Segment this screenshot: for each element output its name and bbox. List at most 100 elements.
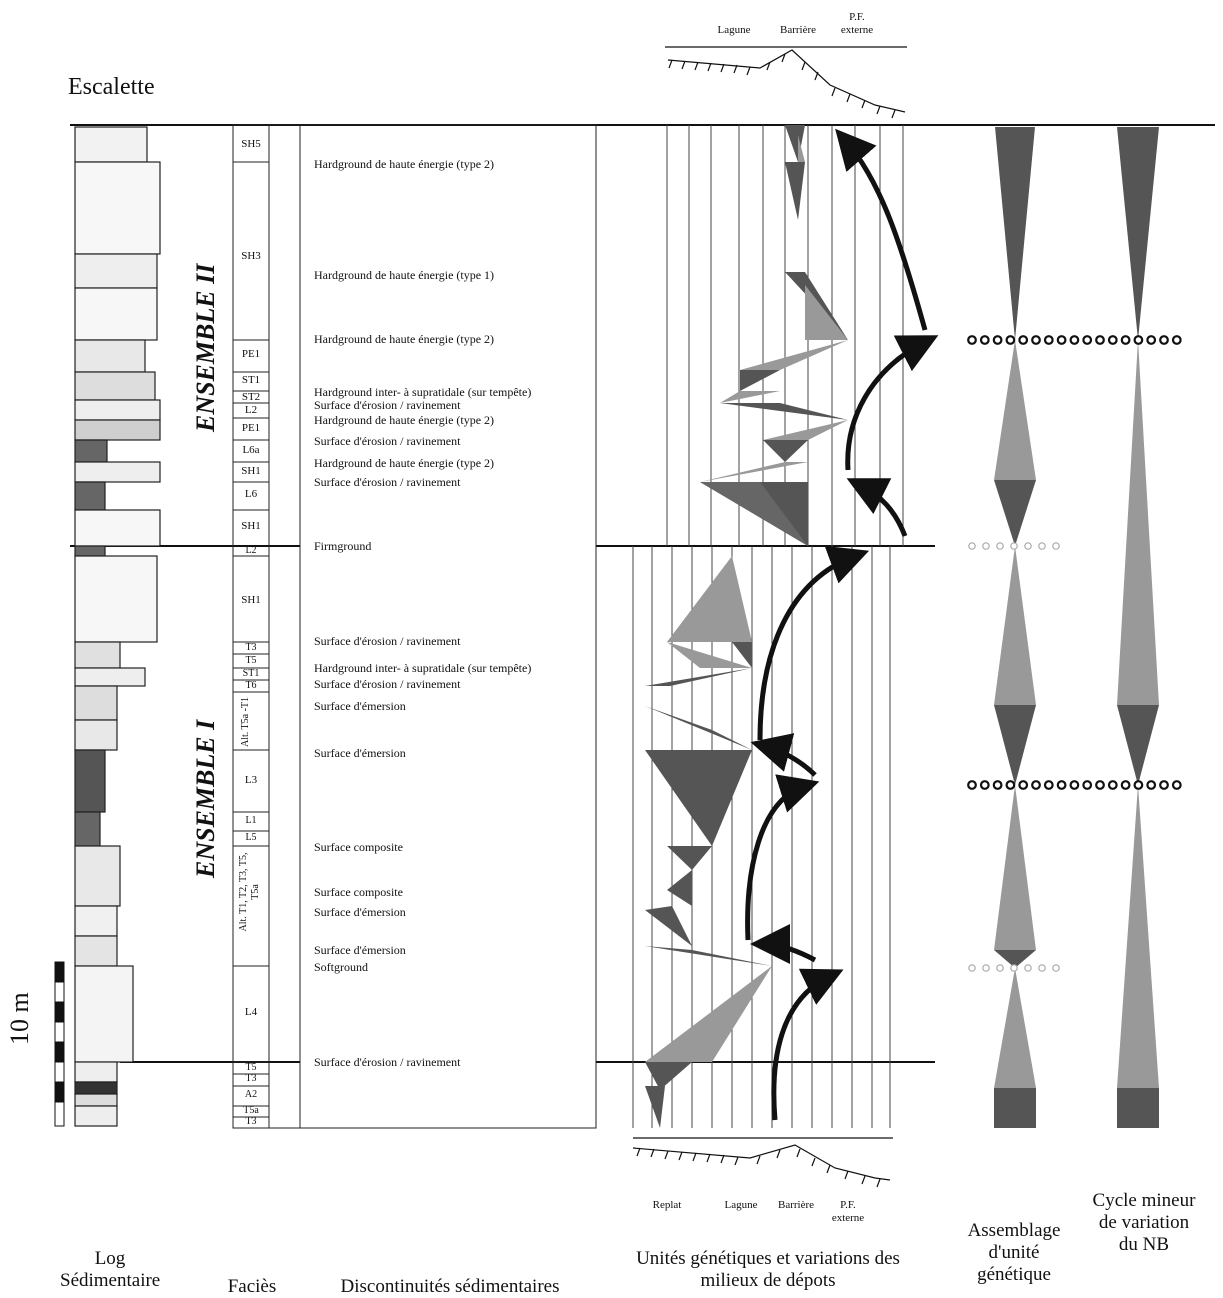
marker-dot bbox=[1007, 336, 1015, 344]
marker-dot bbox=[994, 781, 1002, 789]
sedimentary-log bbox=[75, 127, 160, 1126]
marker-dot bbox=[1173, 336, 1181, 344]
marker-dot bbox=[1019, 781, 1027, 789]
facies-label: PE1 bbox=[233, 348, 269, 360]
facies-label: Alt. T5a -T1 bbox=[240, 694, 252, 750]
discontinuity-label: Surface d'émersion bbox=[314, 746, 406, 761]
marker-dot bbox=[1053, 543, 1059, 549]
marker-dot bbox=[1160, 336, 1168, 344]
marker-dot bbox=[1122, 781, 1130, 789]
facies-label: L5 bbox=[233, 832, 269, 843]
column-header-assemblage: Assemblage d'unité génétique bbox=[958, 1220, 1070, 1286]
facies-label: SH1 bbox=[233, 465, 269, 477]
discontinuity-label: Surface d'érosion / ravinement bbox=[314, 634, 460, 649]
marker-dot bbox=[969, 965, 975, 971]
marker-dot bbox=[1019, 336, 1027, 344]
cycle-column bbox=[1117, 127, 1159, 1128]
ensemble-i-label: ENSEMBLE I bbox=[191, 720, 221, 878]
discontinuity-label: Surface d'émersion bbox=[314, 905, 406, 920]
facies-label: T3 bbox=[233, 1073, 269, 1084]
marker-dot bbox=[1011, 543, 1017, 549]
marker-dot bbox=[1109, 336, 1117, 344]
marker-dot bbox=[1011, 965, 1017, 971]
discontinuity-label: Softground bbox=[314, 960, 368, 975]
marker-dot bbox=[1147, 781, 1155, 789]
page-title: Escalette bbox=[68, 74, 155, 101]
marker-dot bbox=[1173, 781, 1181, 789]
environment-label: Barrière bbox=[770, 24, 826, 37]
facies-label: ST1 bbox=[233, 374, 269, 386]
facies-label: ST1 bbox=[233, 668, 269, 679]
marker-dot bbox=[1135, 781, 1143, 789]
marker-dot bbox=[1135, 336, 1143, 344]
scale-label: 10 m bbox=[5, 992, 35, 1045]
environment-label: Replat bbox=[645, 1199, 689, 1212]
marker-dot bbox=[1025, 965, 1031, 971]
discontinuity-label: Surface d'émersion bbox=[314, 699, 406, 714]
facies-label: T5a bbox=[233, 1105, 269, 1116]
marker-dot bbox=[1025, 543, 1031, 549]
marker-dot bbox=[1071, 336, 1079, 344]
facies-label: L2 bbox=[233, 404, 269, 416]
environment-label: Lagune bbox=[709, 24, 759, 37]
marker-dot bbox=[994, 336, 1002, 344]
environment-label: Lagune bbox=[716, 1199, 766, 1212]
marker-dot bbox=[968, 781, 976, 789]
discontinuity-label: Hardground de haute énergie (type 2) bbox=[314, 456, 494, 471]
marker-dot bbox=[981, 781, 989, 789]
ensemble-ii-label: ENSEMBLE II bbox=[191, 264, 221, 432]
facies-label: PE1 bbox=[233, 422, 269, 434]
facies-label: SH1 bbox=[233, 520, 269, 532]
scale-bar bbox=[55, 962, 64, 1126]
marker-dot bbox=[1083, 336, 1091, 344]
marker-dot bbox=[997, 543, 1003, 549]
discontinuity-label: Hardground de haute énergie (type 1) bbox=[314, 268, 494, 283]
facies-label: L2 bbox=[233, 545, 269, 556]
discontinuity-label: Surface d'érosion / ravinement bbox=[314, 434, 460, 449]
facies-label: T3 bbox=[233, 1116, 269, 1127]
discontinuity-label: Surface composite bbox=[314, 840, 403, 855]
column-header-log: Log Sédimentaire bbox=[60, 1248, 160, 1292]
discontinuity-label: Hardground de haute énergie (type 2) bbox=[314, 157, 494, 172]
discontinuity-label: Hardground de haute énergie (type 2) bbox=[314, 413, 494, 428]
genetic-units bbox=[633, 125, 925, 1128]
facies-label: A2 bbox=[233, 1089, 269, 1100]
marker-dot bbox=[1096, 336, 1104, 344]
marker-dot bbox=[981, 336, 989, 344]
marker-dot bbox=[1039, 965, 1045, 971]
facies-label: SH1 bbox=[233, 594, 269, 606]
facies-label: ST2 bbox=[233, 391, 269, 403]
discontinuity-label: Hardground inter- à supratidale (sur tem… bbox=[314, 661, 531, 676]
discontinuity-label: Hardground de haute énergie (type 2) bbox=[314, 332, 494, 347]
marker-dot bbox=[1109, 781, 1117, 789]
marker-dot bbox=[1032, 336, 1040, 344]
facies-label: T3 bbox=[233, 642, 269, 653]
marker-dot bbox=[968, 336, 976, 344]
assemblage-column bbox=[994, 127, 1036, 1128]
facies-column bbox=[233, 125, 269, 1128]
marker-dot bbox=[1007, 781, 1015, 789]
marker-dot bbox=[1045, 336, 1053, 344]
environment-label: Barrière bbox=[768, 1199, 824, 1212]
environment-profile-bottom bbox=[633, 1138, 893, 1187]
marker-dot bbox=[1096, 781, 1104, 789]
environment-label: P.F. externe bbox=[835, 11, 879, 37]
facies-label: L3 bbox=[233, 774, 269, 786]
environment-profile-top bbox=[665, 47, 907, 118]
discontinuity-label: Surface d'érosion / ravinement bbox=[314, 398, 460, 413]
marker-dot bbox=[1032, 781, 1040, 789]
discontinuity-label: Surface composite bbox=[314, 885, 403, 900]
facies-label: L4 bbox=[233, 1006, 269, 1018]
column-header-discontinuities: Discontinuités sédimentaires bbox=[305, 1276, 595, 1298]
marker-dot bbox=[1045, 781, 1053, 789]
marker-dot bbox=[1083, 781, 1091, 789]
marker-dot bbox=[1122, 336, 1130, 344]
discontinuity-label: Surface d'érosion / ravinement bbox=[314, 1055, 460, 1070]
column-header-cycle: Cycle mineur de variation du NB bbox=[1088, 1190, 1200, 1256]
facies-label: T5 bbox=[233, 655, 269, 666]
marker-dot bbox=[983, 543, 989, 549]
column-header-units: Unités génétiques et variations des mili… bbox=[630, 1248, 906, 1292]
marker-dot bbox=[1039, 543, 1045, 549]
facies-label: L6 bbox=[233, 488, 269, 500]
